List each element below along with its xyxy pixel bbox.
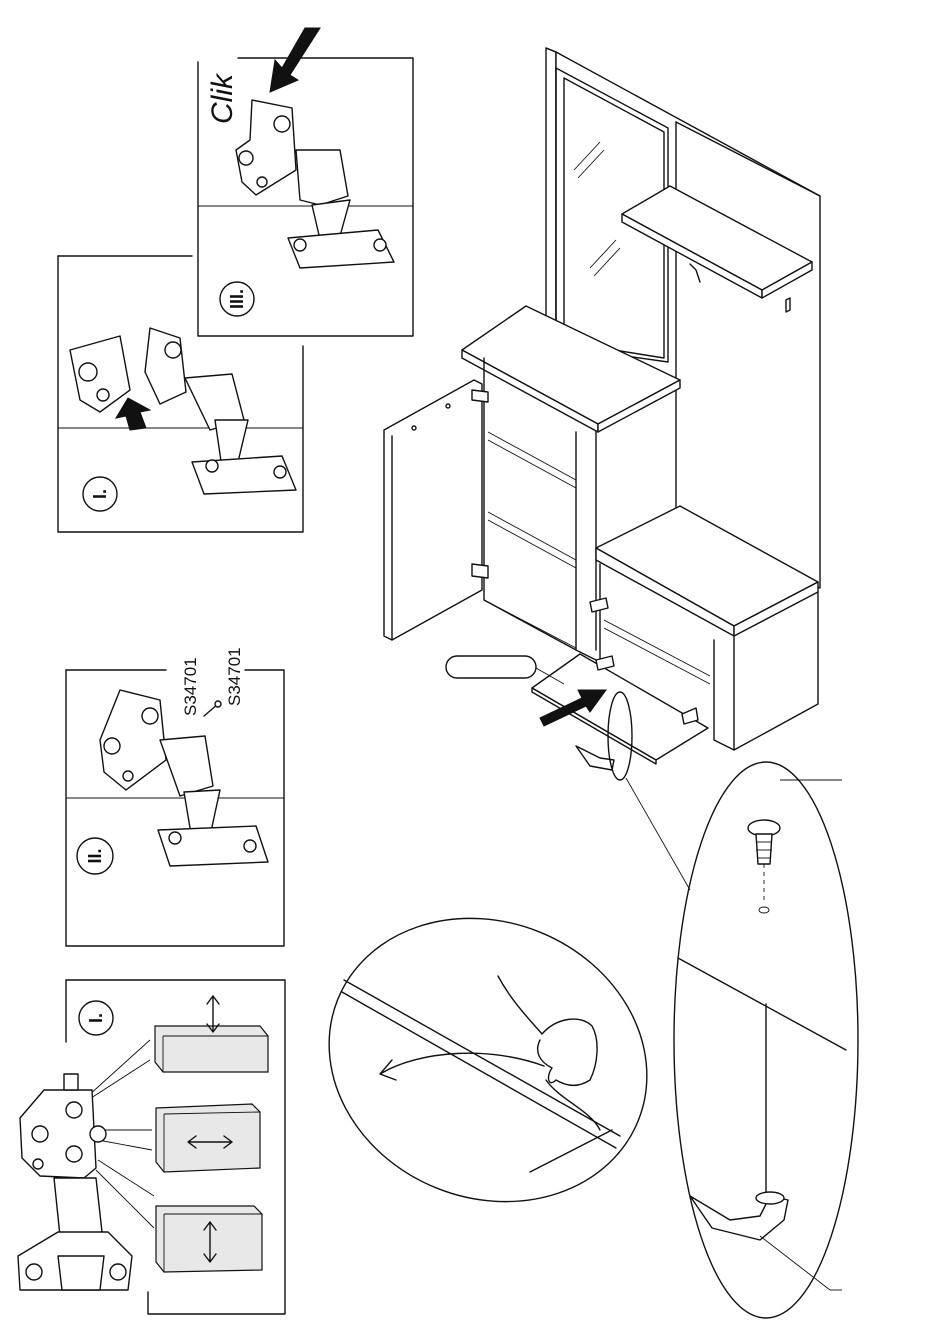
push-arrow-icon	[270, 28, 320, 92]
hand-icon	[498, 976, 597, 1085]
detail-edge-film-peel	[286, 871, 690, 1248]
detail-handle-mounting	[626, 762, 858, 1318]
cabinet-door	[384, 380, 482, 640]
hinge-drawing	[70, 328, 296, 494]
hinge-drawing	[18, 1074, 132, 1290]
hinge-drawing	[236, 100, 394, 268]
adjust-block-vertical	[156, 1206, 262, 1272]
hallway-furniture-drawing	[384, 48, 820, 780]
lift-arrow-icon	[116, 398, 150, 430]
adjust-block-horizontal	[156, 1104, 260, 1172]
panel-hinge-adjustment: I.	[18, 980, 285, 1314]
screw-icon	[204, 701, 221, 716]
up-down-arrow-icon	[207, 996, 219, 1032]
roman-label-ii: II.	[85, 848, 105, 863]
panel-step-ii-lever: I.	[58, 256, 303, 532]
label-callout	[446, 656, 536, 678]
clik-label: Clik	[206, 72, 239, 124]
screw-icon	[748, 820, 780, 864]
part-code-2: S34701	[225, 647, 244, 706]
peel-arrow-icon	[380, 1053, 544, 1080]
adjust-block-vertical-top	[155, 996, 268, 1072]
roman-label-i: I.	[90, 489, 110, 499]
roman-label-i-legend: I.	[86, 1013, 106, 1023]
roman-label-iii: III.	[227, 289, 247, 309]
part-code-1: S34701	[181, 657, 200, 716]
panel-step-ii-screws: S34701 S34701 II.	[66, 647, 284, 946]
panel-step-iii-clik: Clik III.	[198, 28, 413, 336]
